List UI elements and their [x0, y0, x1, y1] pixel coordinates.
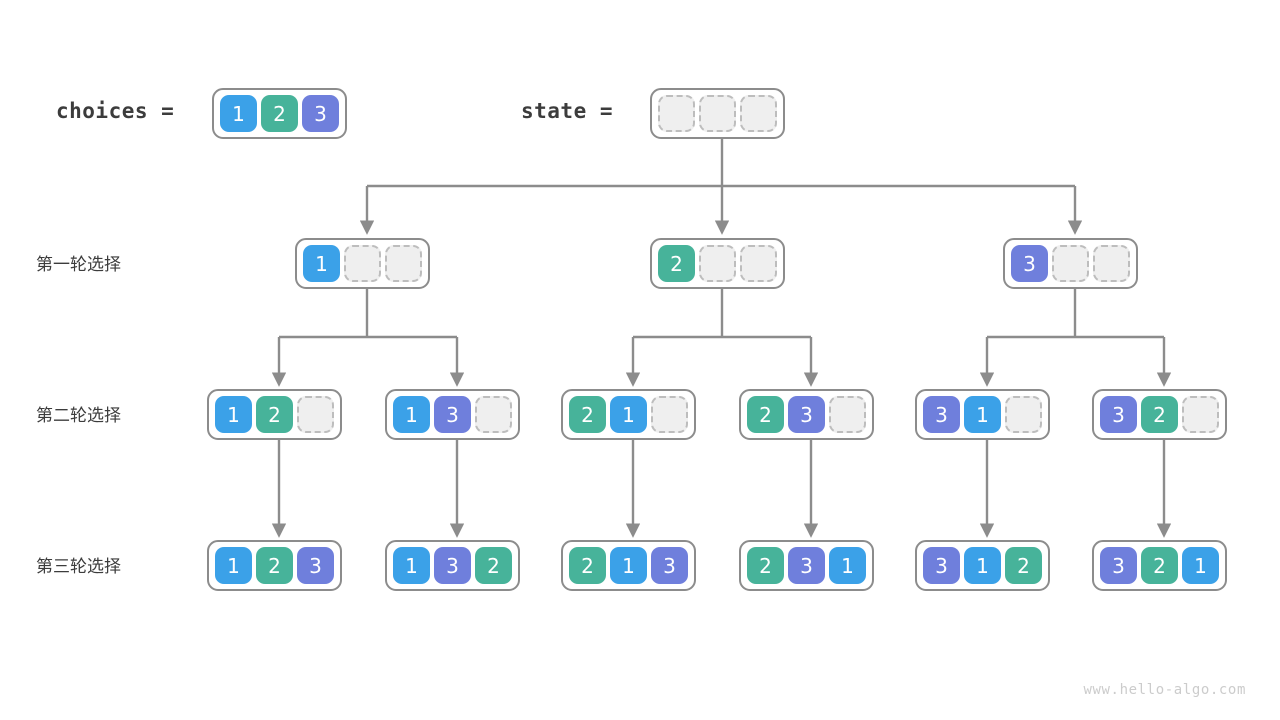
array-cell-empty: [699, 245, 736, 282]
array-cell-filled: 3: [297, 547, 334, 584]
array-cell-filled: 3: [788, 547, 825, 584]
array-cell-filled: 2: [256, 547, 293, 584]
array-cell-filled: 3: [302, 95, 339, 132]
choices-label: choices =: [56, 99, 175, 123]
array-cell-empty: [475, 396, 512, 433]
array-cell-filled: 1: [393, 547, 430, 584]
state-label: state =: [521, 99, 614, 123]
row-label-round-3: 第三轮选择: [36, 557, 121, 576]
array-cell-filled: 2: [475, 547, 512, 584]
array-cell-filled: 3: [923, 396, 960, 433]
array-cell-empty: [1093, 245, 1130, 282]
array-cell-filled: 3: [1100, 396, 1137, 433]
array-cell-filled: 1: [393, 396, 430, 433]
row-label-round-2: 第二轮选择: [36, 406, 121, 425]
array-cell-filled: 2: [1141, 396, 1178, 433]
array-cell-empty: [699, 95, 736, 132]
watermark: www.hello-algo.com: [1083, 682, 1246, 698]
array-cell-empty: [385, 245, 422, 282]
array-cell-filled: 1: [220, 95, 257, 132]
array-cell-filled: 3: [651, 547, 688, 584]
level1-node-1[interactable]: 1: [295, 238, 430, 289]
array-cell-filled: 3: [788, 396, 825, 433]
array-cell-filled: 1: [964, 547, 1001, 584]
level1-node-2[interactable]: 2: [650, 238, 785, 289]
array-cell-filled: 3: [1100, 547, 1137, 584]
row-label-round-1: 第一轮选择: [36, 255, 121, 274]
array-cell-filled: 1: [303, 245, 340, 282]
array-cell-filled: 1: [215, 396, 252, 433]
array-cell-filled: 2: [261, 95, 298, 132]
array-cell-filled: 1: [1182, 547, 1219, 584]
array-cell-filled: 1: [610, 547, 647, 584]
array-cell-filled: 3: [1011, 245, 1048, 282]
array-cell-empty: [658, 95, 695, 132]
array-cell-filled: 1: [829, 547, 866, 584]
array-cell-filled: 1: [215, 547, 252, 584]
array-cell-filled: 3: [923, 547, 960, 584]
array-cell-empty: [740, 245, 777, 282]
array-cell-empty: [829, 396, 866, 433]
array-cell-filled: 2: [747, 547, 784, 584]
array-cell-empty: [1005, 396, 1042, 433]
state-array: [650, 88, 785, 139]
array-cell-filled: 2: [1005, 547, 1042, 584]
array-cell-filled: 3: [434, 547, 471, 584]
array-cell-empty: [740, 95, 777, 132]
array-cell-empty: [1182, 396, 1219, 433]
array-cell-filled: 2: [1141, 547, 1178, 584]
array-cell-filled: 2: [256, 396, 293, 433]
array-cell-filled: 1: [610, 396, 647, 433]
array-cell-empty: [344, 245, 381, 282]
array-cell-filled: 2: [569, 396, 606, 433]
array-cell-empty: [651, 396, 688, 433]
array-cell-empty: [1052, 245, 1089, 282]
array-cell-filled: 3: [434, 396, 471, 433]
array-cell-filled: 2: [658, 245, 695, 282]
array-cell-filled: 2: [569, 547, 606, 584]
array-cell-filled: 2: [747, 396, 784, 433]
array-cell-empty: [297, 396, 334, 433]
level1-node-3[interactable]: 3: [1003, 238, 1138, 289]
array-cell-filled: 1: [964, 396, 1001, 433]
